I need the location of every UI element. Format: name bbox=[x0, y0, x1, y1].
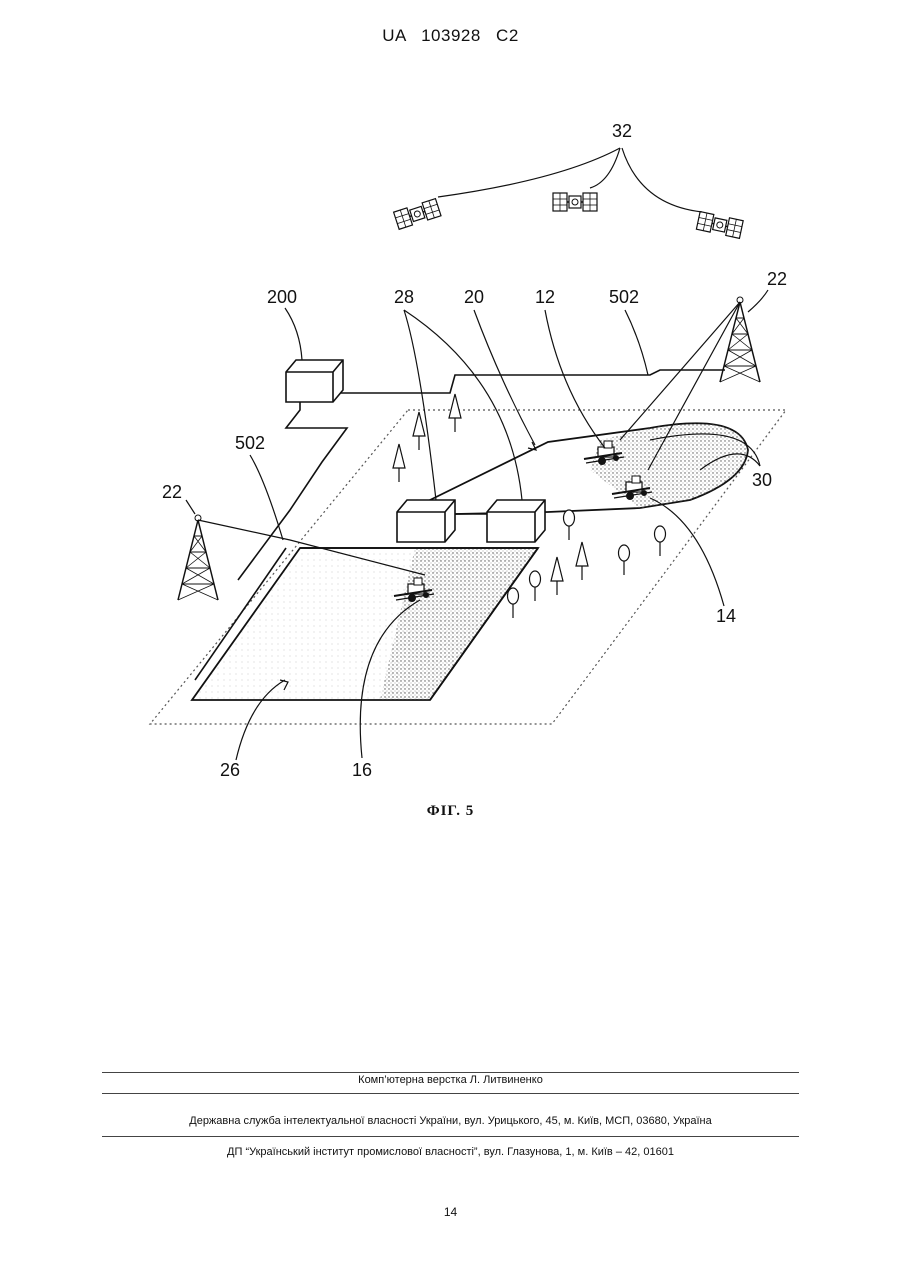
box-28-left bbox=[397, 500, 455, 542]
patent-figure-5: 32 200 28 20 12 502 22 502 22 30 14 26 1… bbox=[0, 90, 901, 850]
tower-22-right bbox=[720, 297, 760, 382]
label-30: 30 bbox=[752, 470, 772, 490]
footer-divider bbox=[102, 1136, 799, 1137]
tree-deciduous bbox=[619, 545, 630, 575]
tree-deciduous bbox=[564, 510, 575, 540]
satellite-left bbox=[394, 199, 441, 230]
patent-number-header: UA 103928 C2 bbox=[0, 26, 901, 46]
box-28-right bbox=[487, 500, 545, 542]
tree-conifer bbox=[449, 394, 461, 432]
figure-caption: ФІГ. 5 bbox=[0, 803, 901, 820]
tree-conifer bbox=[393, 444, 405, 482]
tree-conifer bbox=[576, 542, 588, 580]
label-20: 20 bbox=[464, 287, 484, 307]
label-26: 26 bbox=[220, 760, 240, 780]
tree-conifer bbox=[413, 412, 425, 450]
tree-deciduous bbox=[508, 588, 519, 618]
footer-institute-address: ДП “Український інститут промислової вла… bbox=[0, 1146, 901, 1158]
label-22-left: 22 bbox=[162, 482, 182, 502]
footer-divider bbox=[102, 1072, 799, 1073]
satellite-right bbox=[696, 212, 743, 239]
satellite-center bbox=[553, 193, 597, 211]
tree-deciduous bbox=[530, 571, 541, 601]
label-16: 16 bbox=[352, 760, 372, 780]
label-502-top: 502 bbox=[609, 287, 639, 307]
label-12: 12 bbox=[535, 287, 555, 307]
page-number: 14 bbox=[0, 1205, 901, 1219]
box-200 bbox=[286, 360, 343, 402]
footer-layout-credit: Комп’ютерна верстка Л. Литвиненко bbox=[0, 1074, 901, 1086]
label-32: 32 bbox=[612, 121, 632, 141]
label-502-left: 502 bbox=[235, 433, 265, 453]
tower-22-left bbox=[178, 515, 218, 600]
tree-conifer bbox=[551, 557, 563, 595]
footer-divider bbox=[102, 1093, 799, 1094]
label-22-right: 22 bbox=[767, 269, 787, 289]
label-14: 14 bbox=[716, 606, 736, 626]
label-200: 200 bbox=[267, 287, 297, 307]
tree-deciduous bbox=[655, 526, 666, 556]
label-28: 28 bbox=[394, 287, 414, 307]
network-link-502-top bbox=[335, 370, 725, 393]
footer-agency-address: Державна служба інтелектуальної власност… bbox=[0, 1115, 901, 1127]
